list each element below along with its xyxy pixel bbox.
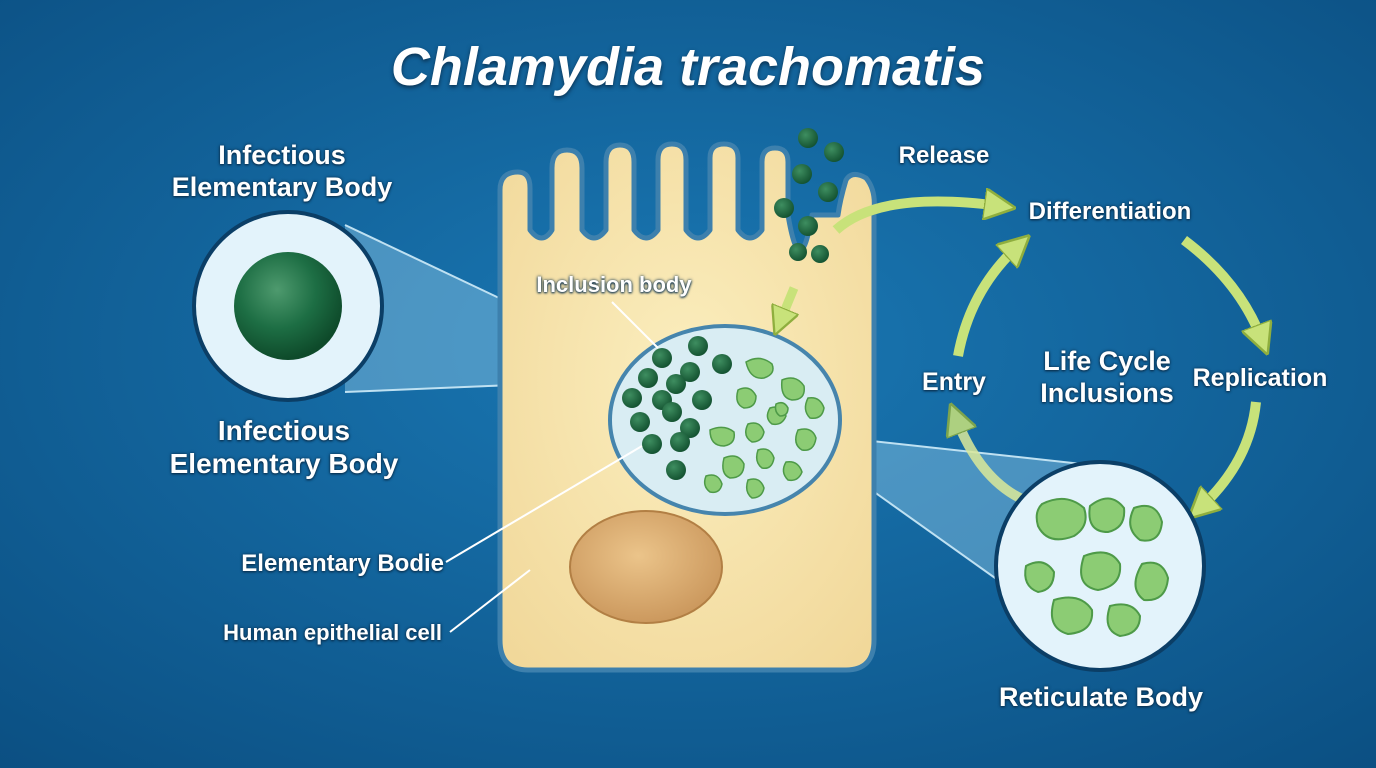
rb-particle xyxy=(745,478,765,499)
eb-particle xyxy=(798,216,818,236)
arrow-replication-to-reticulate xyxy=(1200,401,1261,508)
rb-particle xyxy=(782,460,803,482)
eb-particle xyxy=(798,128,818,148)
label-reticulate-body: Reticulate Body xyxy=(998,682,1204,712)
rb-particle xyxy=(804,396,825,420)
rb-particle xyxy=(703,474,723,494)
label-line: Infectious xyxy=(218,140,346,170)
leader-inclusion-body xyxy=(611,301,659,349)
eb-particle xyxy=(622,388,642,408)
rb-particle xyxy=(745,422,765,443)
label-infectious-eb-bottom: Infectious Elementary Body xyxy=(152,414,416,480)
rb-particle xyxy=(1050,596,1094,636)
label-infectious-eb-top: Infectious Elementary Body xyxy=(150,140,414,204)
rb-particle xyxy=(780,377,805,401)
arrow-differentiation-to-replication xyxy=(1180,236,1262,340)
label-line: Inclusions xyxy=(1040,377,1174,408)
entry-arrow-small xyxy=(780,286,794,322)
eb-particle xyxy=(792,164,812,184)
eb-particle xyxy=(680,362,700,382)
eb-particle xyxy=(692,390,712,410)
rb-particle xyxy=(755,448,775,470)
rb-particle xyxy=(1024,561,1056,594)
label-entry: Entry xyxy=(922,368,986,396)
arrow-release xyxy=(832,201,1000,234)
label-release: Release xyxy=(898,142,990,169)
reticulate-body-contents xyxy=(1024,497,1170,638)
rb-particle xyxy=(1080,551,1122,592)
label-differentiation: Differentiation xyxy=(1028,198,1192,225)
label-replication: Replication xyxy=(1192,364,1328,392)
nucleus xyxy=(569,510,723,624)
label-elementary-bodie: Elementary Bodie xyxy=(241,550,444,577)
elementary-body-sphere xyxy=(234,252,342,360)
label-epithelial-cell: Human epithelial cell xyxy=(223,620,442,645)
eb-particle xyxy=(662,402,682,422)
rb-particle xyxy=(722,455,745,479)
eb-particle xyxy=(666,374,686,394)
elementary-bodies-in-inclusion xyxy=(622,336,732,480)
rb-particle xyxy=(1129,504,1164,542)
eb-particle xyxy=(818,182,838,202)
eb-particle xyxy=(789,243,807,261)
eb-particle xyxy=(811,245,829,263)
eb-particle xyxy=(630,412,650,432)
eb-particle xyxy=(638,368,658,388)
eb-particle xyxy=(652,348,672,368)
diagram-title: Chlamydia trachomatis xyxy=(390,37,986,97)
label-line: Life Cycle xyxy=(1043,346,1171,376)
arrow-reticulate-to-entry xyxy=(956,418,1027,505)
rb-particle xyxy=(1134,561,1170,602)
label-line: Elementary Body xyxy=(171,171,393,202)
rb-particle xyxy=(1106,603,1142,638)
label-life-cycle-center: Life Cycle Inclusions xyxy=(1024,346,1190,410)
label-inclusion-body: Inclusion body xyxy=(536,272,692,297)
rb-particle xyxy=(774,401,789,417)
released-elementary-bodies xyxy=(774,128,844,263)
label-line: Infectious xyxy=(217,415,351,446)
eb-particle xyxy=(774,198,794,218)
eb-particle xyxy=(666,460,686,480)
leader-epithelial-cell xyxy=(449,569,531,633)
rb-particle xyxy=(709,426,736,447)
rb-particle xyxy=(1088,497,1126,534)
rb-particle xyxy=(795,428,817,451)
eb-particle xyxy=(642,434,662,454)
eb-particle xyxy=(670,432,690,452)
reticulate-bodies-in-inclusion xyxy=(703,357,825,499)
eb-particle xyxy=(680,418,700,438)
rb-particle xyxy=(745,357,774,379)
rb-particle xyxy=(1035,497,1087,541)
eb-particle xyxy=(712,354,732,374)
eb-particle xyxy=(824,142,844,162)
leader-elementary-bodie xyxy=(445,445,643,563)
arrow-entry-to-differentiation xyxy=(953,246,1018,357)
label-line: Elementary Body xyxy=(169,448,399,480)
rb-particle xyxy=(736,387,757,409)
eb-particle xyxy=(688,336,708,356)
